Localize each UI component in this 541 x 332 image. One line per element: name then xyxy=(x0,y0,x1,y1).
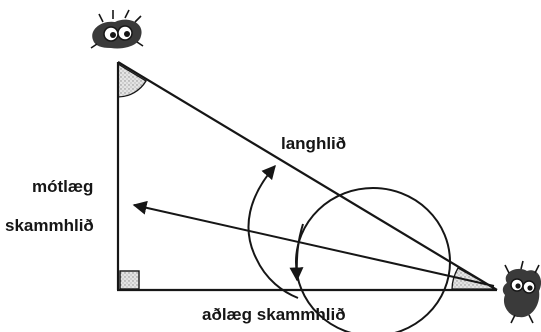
adjacent-label: aðlæg skammhlið xyxy=(202,305,346,324)
bug-eyed-creature-icon xyxy=(90,9,144,49)
hypotenuse-line xyxy=(117,61,498,291)
bug-eyed-creature-icon xyxy=(502,260,541,324)
right-angle-marker xyxy=(119,270,140,290)
rotation-arc-inner-arrow xyxy=(289,223,304,282)
rotation-arc-arrow xyxy=(247,164,299,299)
opposite-label-line1: mótlæg xyxy=(32,177,94,196)
hypotenuse-label: langhlið xyxy=(281,134,347,153)
opposite-label-line2: skammhlið xyxy=(5,216,94,235)
top-angle-wedge xyxy=(117,62,147,98)
sight-arrow xyxy=(132,200,495,287)
